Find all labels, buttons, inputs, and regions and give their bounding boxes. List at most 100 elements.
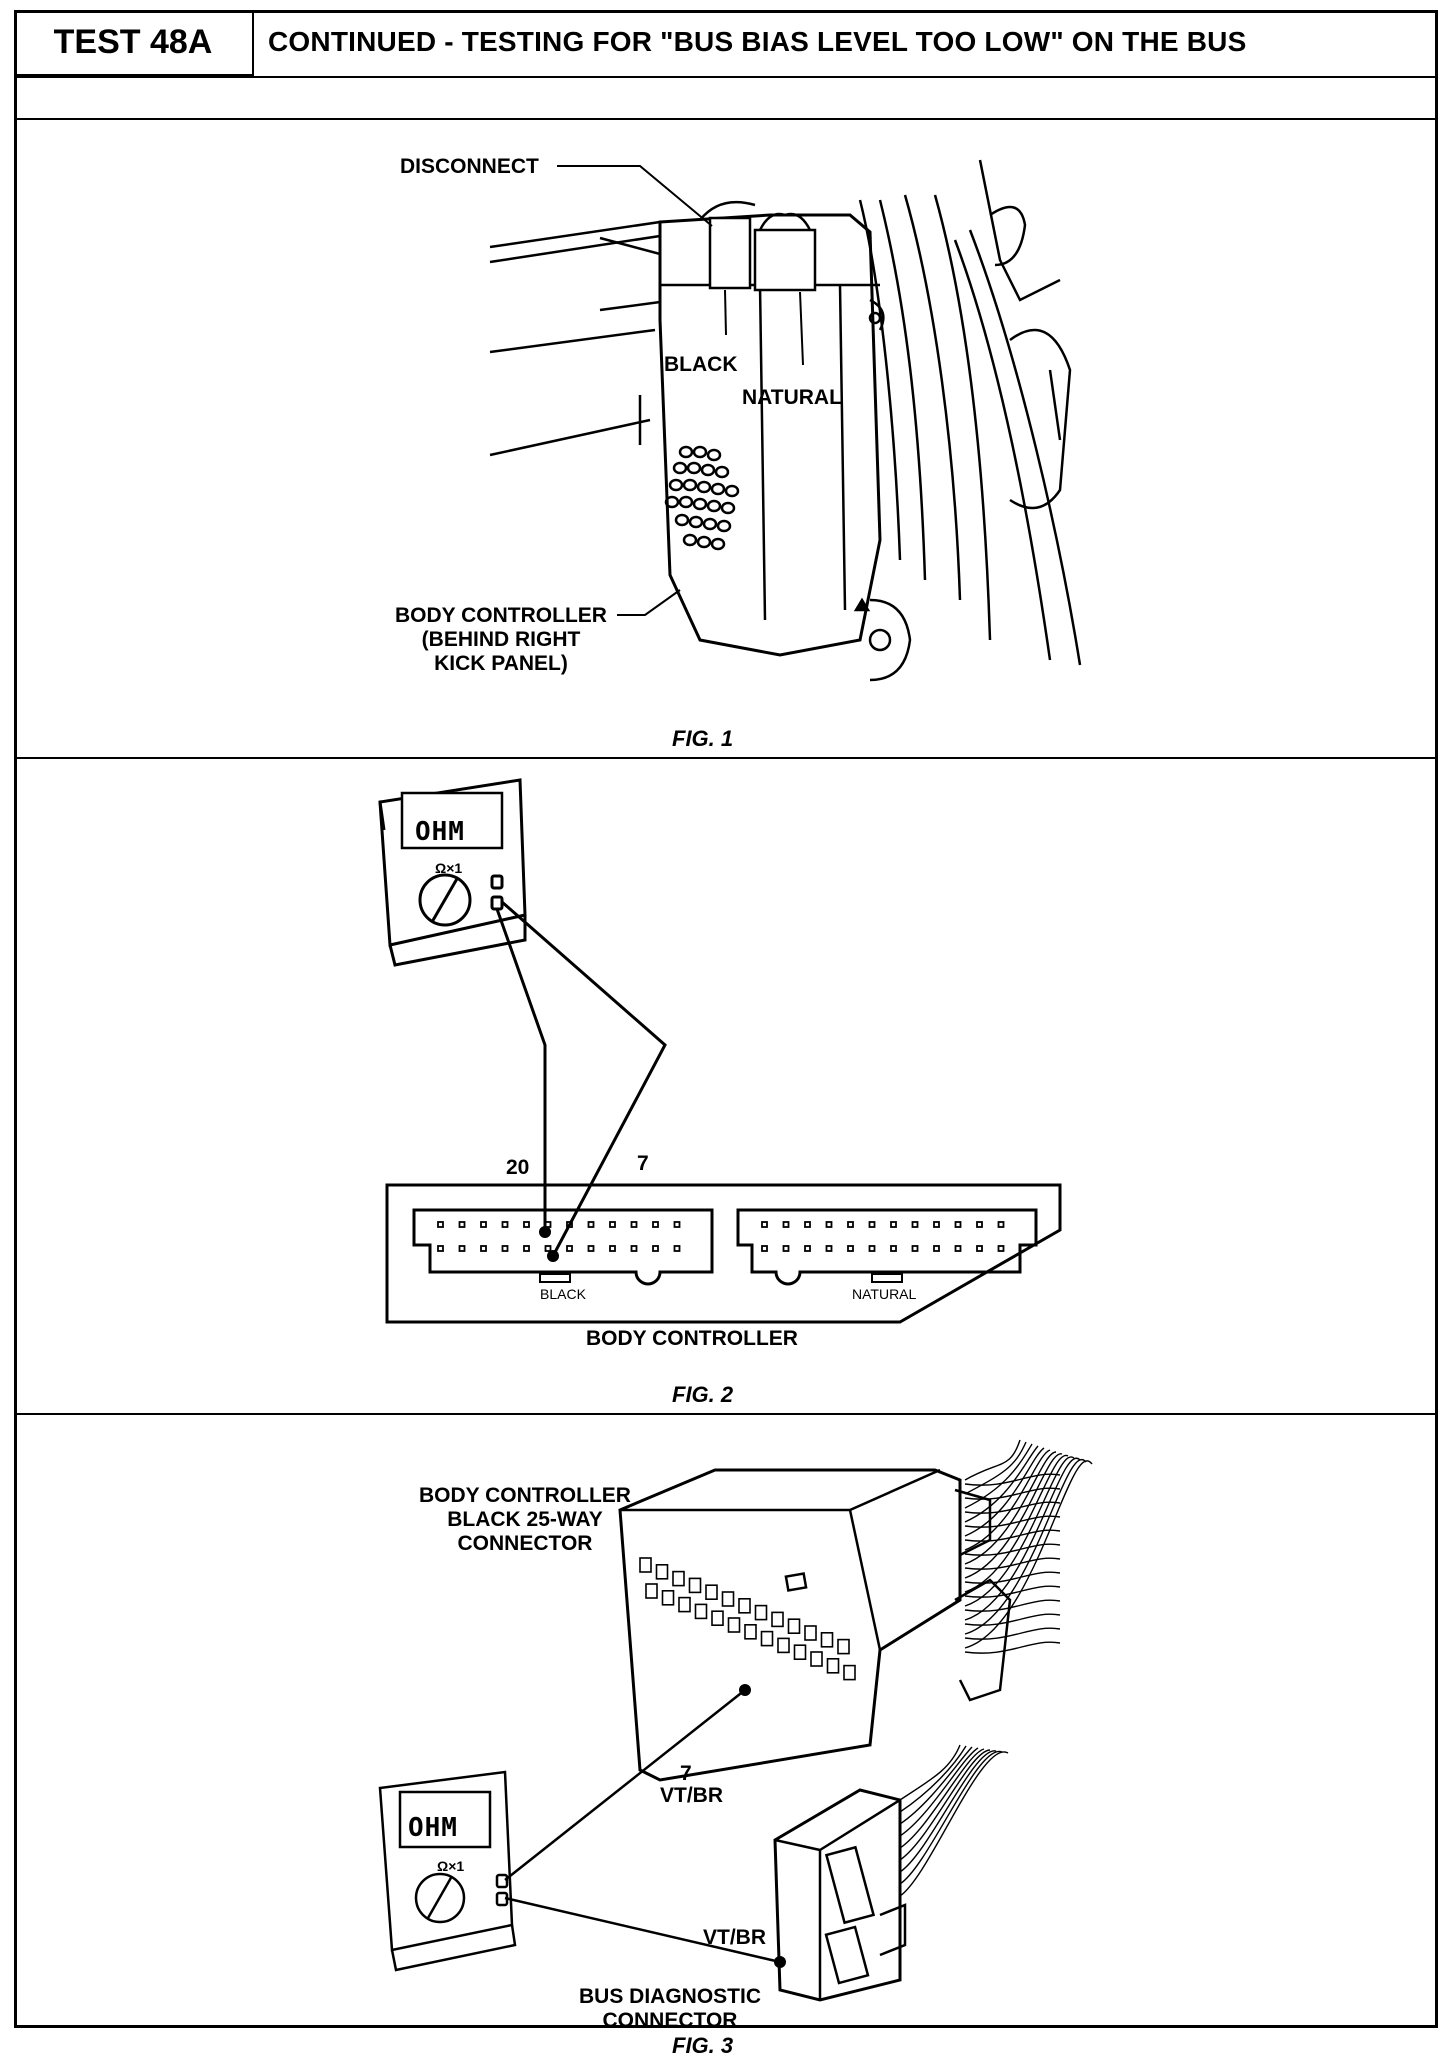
wire <box>899 1750 997 1873</box>
wire <box>964 1627 1061 1640</box>
connector-pin <box>630 1245 638 1252</box>
wire <box>964 1458 1087 1635</box>
connector-pin <box>782 1245 790 1252</box>
connector-pin <box>544 1245 552 1252</box>
connector-cavity <box>804 1625 817 1641</box>
meter-range-fig2: Ω×1 <box>435 860 463 876</box>
connector-pin <box>954 1245 962 1252</box>
connector-pin <box>825 1245 833 1252</box>
wire <box>964 1599 1061 1612</box>
wire <box>964 1457 1081 1621</box>
wire <box>964 1456 1075 1607</box>
connector-pin <box>804 1221 811 1228</box>
connector-pin <box>673 1221 681 1228</box>
wire <box>964 1515 1061 1528</box>
fig3-caption: FIG. 3 <box>672 2033 734 2058</box>
connector-cavity <box>672 1570 685 1587</box>
connector-pin <box>480 1245 487 1252</box>
wire-vt-br-lower: VT/BR <box>703 1926 766 1949</box>
connector-pin <box>480 1221 487 1228</box>
connector-pin <box>890 1245 897 1252</box>
wire <box>964 1445 1039 1523</box>
connector-cavity <box>645 1583 658 1599</box>
connector-pin <box>566 1221 573 1228</box>
connector-pin <box>976 1245 983 1252</box>
connector-cavity <box>820 1632 834 1648</box>
pin-7-label-fig3: 7 <box>680 1762 692 1785</box>
label-body-controller-line2: (BEHIND RIGHT <box>421 628 581 651</box>
test-id: TEST 48A <box>14 10 254 76</box>
wire <box>964 1529 1061 1542</box>
wire <box>899 1747 979 1837</box>
wire <box>964 1641 1061 1654</box>
label-black-25-way-line3: CONNECTOR <box>457 1532 593 1555</box>
connector-pin <box>761 1245 768 1252</box>
connector-pin <box>609 1245 616 1252</box>
connector-cavity <box>771 1611 784 1628</box>
wire <box>964 1460 1093 1649</box>
label-black-25-way: BODY CONTROLLER BLACK 25-WAY CONNECTOR <box>405 1484 645 1556</box>
wire <box>964 1441 1027 1495</box>
fig1-divider <box>14 757 1438 759</box>
connector-pin <box>652 1245 659 1252</box>
connector-pin <box>587 1221 595 1228</box>
connector-pin <box>847 1221 854 1228</box>
connector-pin <box>933 1245 940 1252</box>
label-bus-diagnostic-line2: CONNECTOR <box>602 2009 738 2032</box>
connector-pin <box>976 1221 983 1228</box>
fig1-caption: FIG. 1 <box>672 726 734 751</box>
wire-vt-br-upper: VT/BR <box>660 1784 723 1807</box>
wire <box>899 1744 961 1801</box>
wire <box>964 1455 1069 1593</box>
wire <box>964 1439 1021 1481</box>
connector-pin <box>437 1221 444 1228</box>
connector-pin <box>825 1221 833 1228</box>
connector-cavity <box>727 1617 741 1633</box>
connector-pin <box>847 1245 854 1252</box>
connector-cavity <box>678 1596 691 1613</box>
connector-pin <box>890 1221 897 1228</box>
label-natural: NATURAL <box>742 386 842 409</box>
connector-pin <box>566 1245 573 1252</box>
page-frame <box>14 10 1438 2028</box>
wire <box>899 1749 991 1861</box>
wire <box>899 1748 985 1849</box>
label-body-controller: BODY CONTROLLER (BEHIND RIGHT KICK PANEL… <box>383 604 619 676</box>
meter-range-fig3: Ω×1 <box>437 1858 465 1874</box>
connector-pin <box>544 1221 552 1228</box>
wire <box>899 1746 973 1825</box>
connector-pin <box>523 1221 530 1228</box>
connector-pin <box>501 1245 509 1252</box>
connector-cavity <box>810 1651 823 1667</box>
connector-cavity <box>843 1664 856 1681</box>
connector-pin <box>458 1221 466 1228</box>
label-black: BLACK <box>664 353 738 376</box>
wire <box>964 1453 1063 1579</box>
connector-cavity <box>754 1604 768 1621</box>
page-title: CONTINUED - TESTING FOR "BUS BIAS LEVEL … <box>268 26 1247 57</box>
connector-pin <box>911 1245 919 1252</box>
wire <box>964 1585 1061 1598</box>
connector-pin <box>933 1221 940 1228</box>
connector-pin <box>437 1245 444 1252</box>
connector-cavity <box>744 1624 757 1640</box>
label-bus-diagnostic-line1: BUS DIAGNOSTIC <box>578 1985 761 2008</box>
connector-cavity <box>694 1603 708 1620</box>
wire <box>899 1745 967 1813</box>
connector-cavity <box>721 1591 735 1607</box>
connector-pin <box>868 1245 876 1252</box>
label-bus-diagnostic: BUS DIAGNOSTIC CONNECTOR <box>560 1985 780 2033</box>
connector-cavity <box>705 1584 718 1600</box>
fig2-divider <box>14 1413 1438 1415</box>
connector-cavity <box>738 1598 751 1614</box>
connector-pin <box>911 1221 919 1228</box>
pin-7-label: 7 <box>637 1152 649 1175</box>
connector-cavity <box>661 1590 675 1606</box>
connector-pin <box>997 1245 1005 1252</box>
wire <box>899 1751 1009 1897</box>
connector-pin <box>609 1221 616 1228</box>
connector-pin <box>587 1245 595 1252</box>
